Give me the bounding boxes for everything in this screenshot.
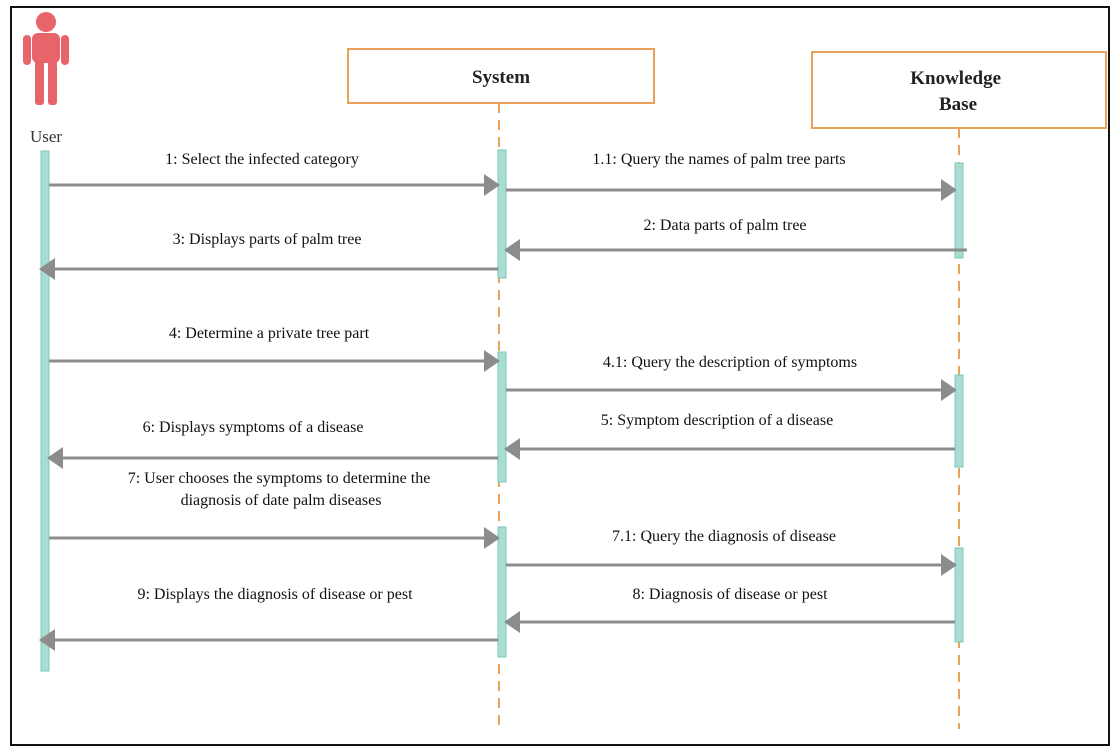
kb-activation-bar	[954, 547, 964, 643]
system-activation-bar	[497, 149, 507, 279]
user-activation-bar	[40, 150, 50, 672]
message-4-1-label: 4.1: Query the description of symptoms	[603, 354, 857, 371]
message-1-label: 1: Select the infected category	[165, 151, 359, 168]
message-3-label: 3: Displays parts of palm tree	[173, 231, 362, 248]
message-8-label: 8: Diagnosis of disease or pest	[632, 586, 828, 603]
person-icon	[23, 12, 69, 105]
kb-activation-bar	[954, 374, 964, 468]
system-participant-box	[347, 48, 655, 104]
kb-activation-bar	[954, 162, 964, 259]
message-7-label: 7: User chooses the symptoms to determin…	[128, 470, 435, 509]
system-participant-label: System	[472, 67, 530, 88]
knowledge-base-participant-box	[811, 51, 1107, 129]
message-7-1-label: 7.1: Query the diagnosis of disease	[612, 528, 836, 545]
message-4-label: 4: Determine a private tree part	[169, 325, 370, 342]
system-activation-bar	[497, 526, 507, 658]
system-activation-bar	[497, 351, 507, 483]
message-2-label: 2: Data parts of palm tree	[643, 217, 806, 234]
knowledge-base-participant-label: Knowledge Base	[910, 68, 1006, 115]
message-6-label: 6: Displays symptoms of a disease	[143, 419, 364, 436]
message-5-label: 5: Symptom description of a disease	[601, 412, 833, 429]
actor-label: User	[30, 127, 62, 146]
message-9-label: 9: Displays the diagnosis of disease or …	[137, 586, 413, 603]
sequence-diagram: System Knowledge Base User 1: Select the…	[23, 12, 1107, 729]
message-1-1-label: 1.1: Query the names of palm tree parts	[592, 151, 845, 168]
